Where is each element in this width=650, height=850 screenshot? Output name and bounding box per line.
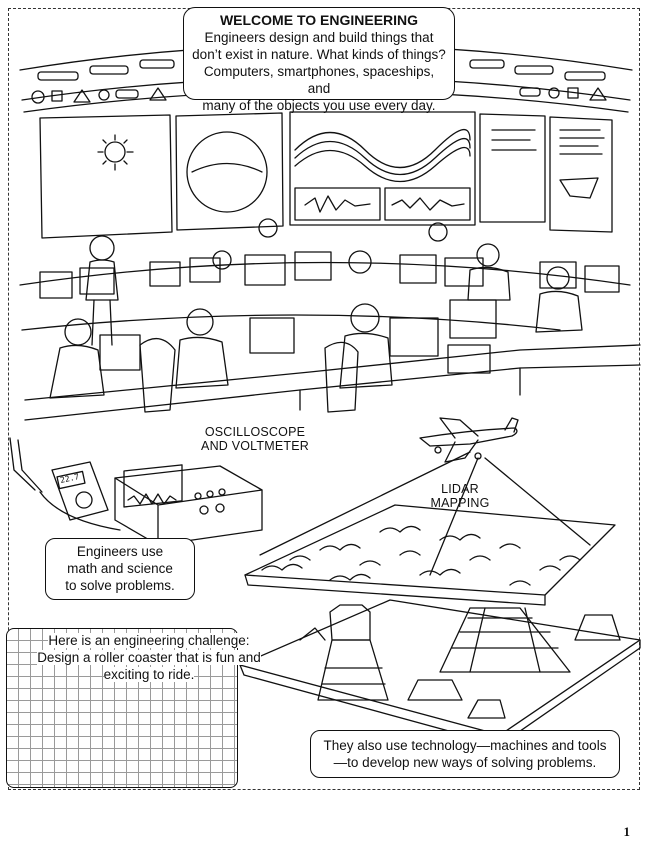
lidar-label-line-1: LIDAR bbox=[441, 482, 479, 496]
airplane bbox=[419, 417, 519, 463]
challenge-line-2: Design a roller coaster that is fun and bbox=[37, 650, 261, 665]
challenge-text: Here is an engineering challenge: Design… bbox=[8, 628, 290, 683]
engineers-callout: Engineers use math and science to solve … bbox=[45, 538, 195, 600]
oscilloscope-label-line-1: OSCILLOSCOPE bbox=[204, 425, 306, 439]
challenge-line-1: Here is an engineering challenge: bbox=[48, 633, 250, 648]
welcome-line-4: many of the objects you use every day. bbox=[202, 98, 436, 113]
ceiling-lights bbox=[37, 59, 606, 81]
forest-canopy bbox=[244, 504, 616, 606]
oscilloscope-label-line-2: AND VOLTMETER bbox=[201, 439, 309, 453]
pyramid-ruins bbox=[239, 599, 641, 746]
challenge-line-3: exciting to ride. bbox=[103, 667, 195, 682]
console-desks bbox=[19, 251, 641, 421]
control-room-people bbox=[49, 218, 583, 413]
technology-line-1: They also use technology—machines and to… bbox=[323, 738, 607, 753]
voltmeter bbox=[9, 437, 121, 531]
engineers-line-1: Engineers use bbox=[76, 544, 164, 559]
engineers-line-2: math and science bbox=[67, 561, 173, 576]
symbol-strip bbox=[31, 87, 607, 104]
technology-callout: They also use technology—machines and to… bbox=[310, 730, 620, 778]
lidar-label-line-2: MAPPING bbox=[430, 496, 490, 510]
oscilloscope bbox=[114, 464, 263, 546]
oscilloscope-label: OSCILLOSCOPE AND VOLTMETER bbox=[190, 425, 320, 453]
welcome-title: WELCOME TO ENGINEERING bbox=[219, 12, 419, 28]
engineers-line-3: to solve problems. bbox=[65, 578, 175, 593]
technology-line-2: —to develop new ways of solving problems… bbox=[333, 755, 597, 770]
lidar-beams bbox=[259, 451, 591, 576]
welcome-callout: WELCOME TO ENGINEERING Engineers design … bbox=[183, 7, 455, 113]
page-number: 1 bbox=[623, 824, 631, 839]
wall-screens bbox=[39, 111, 613, 239]
welcome-line-3: Computers, smartphones, spaceships, and bbox=[203, 64, 435, 96]
lidar-label: LIDAR MAPPING bbox=[420, 482, 500, 510]
welcome-line-2: don’t exist in nature. What kinds of thi… bbox=[192, 47, 446, 62]
welcome-line-1: Engineers design and build things that bbox=[204, 30, 434, 45]
